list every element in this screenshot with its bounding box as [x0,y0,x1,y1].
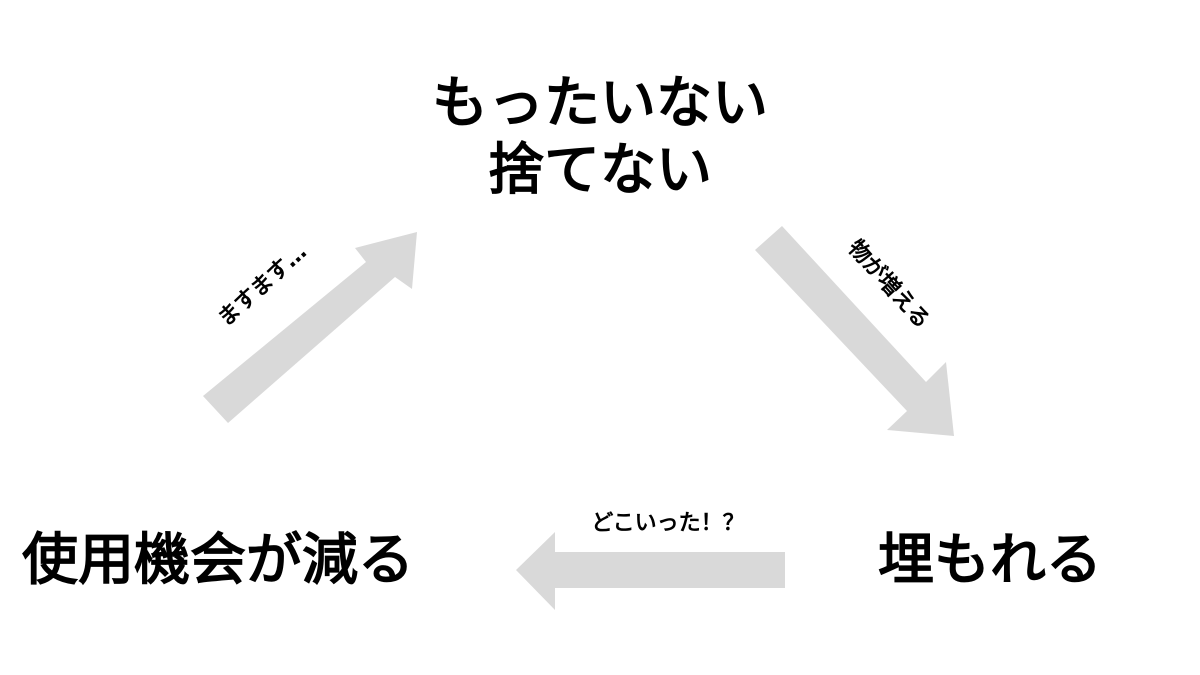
arrow-right-to-left [516,532,785,610]
node-mottainai-line2: 捨てない [488,138,712,204]
node-mottainai-line1: もったいない [432,71,768,136]
node-mottainai: もったいない 捨てない [0,70,1200,204]
label-doko-itta: どこいった！？ [591,511,745,536]
node-umoreru: 埋もれる [878,528,1102,593]
arrow-top-to-right [755,226,954,436]
node-shiyou-kikai: 使用機会が減る [22,528,414,593]
arrow-left-to-top [203,232,417,423]
